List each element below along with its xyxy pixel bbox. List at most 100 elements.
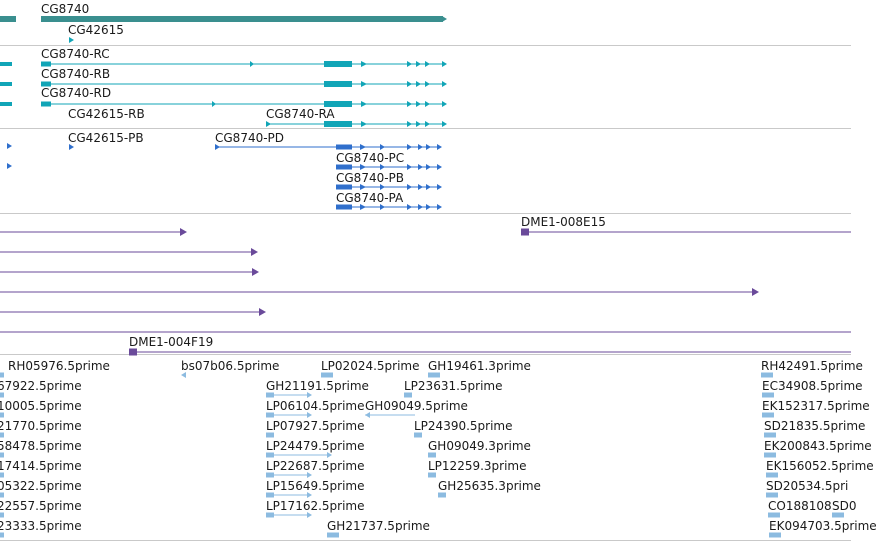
transcript-arrow[interactable] <box>416 81 421 87</box>
transcript-arrow[interactable] <box>407 121 412 127</box>
est-label[interactable]: EK152317.5prime <box>762 399 870 413</box>
est-glyph[interactable] <box>266 452 274 458</box>
est-label[interactable]: LP02024.5prime <box>321 359 420 373</box>
transcript-exon[interactable] <box>0 102 12 106</box>
est-glyph[interactable] <box>832 512 844 518</box>
est-glyph[interactable] <box>307 392 312 398</box>
protein-arrow[interactable] <box>418 144 423 150</box>
est-glyph[interactable] <box>0 452 4 458</box>
est-label[interactable]: EK200843.5prime <box>764 439 872 453</box>
protein-arrow[interactable] <box>437 184 442 190</box>
est-label[interactable]: GH21737.5prime <box>327 519 430 533</box>
est-glyph[interactable] <box>0 392 4 398</box>
protein-exon[interactable] <box>336 144 352 150</box>
est-glyph[interactable] <box>266 432 274 438</box>
protein-label[interactable]: CG42615-PB <box>68 131 144 145</box>
est-glyph[interactable] <box>762 412 774 418</box>
clone-start[interactable] <box>521 228 529 236</box>
protein-arrow[interactable] <box>437 164 442 170</box>
est-glyph[interactable] <box>768 512 780 518</box>
gene-bar-arrow[interactable] <box>442 16 447 22</box>
protein-arrow[interactable] <box>407 144 412 150</box>
protein-arrow[interactable] <box>426 184 431 190</box>
transcript-arrow[interactable] <box>425 81 430 87</box>
est-label[interactable]: 58478.5prime <box>0 439 82 453</box>
est-glyph[interactable] <box>764 432 776 438</box>
est-glyph[interactable] <box>428 472 436 478</box>
transcript-arrow[interactable] <box>407 61 412 67</box>
gene-label[interactable]: CG8740 <box>41 2 90 16</box>
est-glyph[interactable] <box>764 452 776 458</box>
transcript-arrow[interactable] <box>407 101 412 107</box>
est-label[interactable]: SD0 <box>832 499 857 513</box>
est-glyph[interactable] <box>766 492 778 498</box>
est-label[interactable]: 67922.5prime <box>0 379 82 393</box>
transcript-arrow[interactable] <box>442 81 447 87</box>
est-glyph[interactable] <box>428 452 436 458</box>
transcript-exon[interactable] <box>324 81 352 87</box>
transcript-arrow[interactable] <box>212 101 216 107</box>
est-label[interactable]: LP24479.5prime <box>266 439 365 453</box>
protein-arrow[interactable] <box>360 204 366 210</box>
est-label[interactable]: EK156052.5prime <box>766 459 874 473</box>
est-glyph[interactable] <box>0 472 4 478</box>
transcript-arrow[interactable] <box>442 121 447 127</box>
protein-label[interactable]: CG8740-PC <box>336 151 405 165</box>
est-label[interactable]: GH09049.5prime <box>365 399 468 413</box>
transcript-arrow[interactable] <box>416 61 421 67</box>
est-glyph[interactable] <box>438 492 446 498</box>
transcript-arrow[interactable] <box>416 121 421 127</box>
protein-exon[interactable] <box>336 184 352 190</box>
est-label[interactable]: GH19461.3prime <box>428 359 531 373</box>
est-label[interactable]: 10005.5prime <box>0 399 82 413</box>
est-glyph[interactable] <box>0 372 4 378</box>
transcript-arrow[interactable] <box>416 101 421 107</box>
transcript-arrow[interactable] <box>250 61 254 67</box>
est-glyph[interactable] <box>414 432 422 438</box>
transcript-arrow[interactable] <box>407 81 412 87</box>
est-glyph[interactable] <box>327 452 332 458</box>
est-glyph[interactable] <box>0 412 4 418</box>
transcript-arrow[interactable] <box>361 61 367 67</box>
protein-arrow[interactable] <box>69 144 74 150</box>
transcript-arrow[interactable] <box>361 81 367 87</box>
est-label[interactable]: 17414.5prime <box>0 459 82 473</box>
protein-exon[interactable] <box>336 204 352 210</box>
protein-arrow[interactable] <box>360 184 366 190</box>
est-glyph[interactable] <box>307 412 312 418</box>
transcript-arrow[interactable] <box>361 101 367 107</box>
est-glyph[interactable] <box>0 432 4 438</box>
protein-arrow[interactable] <box>360 144 366 150</box>
est-label[interactable]: LP22687.5prime <box>266 459 365 473</box>
est-glyph[interactable] <box>766 472 778 478</box>
protein-arrow[interactable] <box>7 163 12 169</box>
est-label[interactable]: LP24390.5prime <box>414 419 513 433</box>
protein-arrow[interactable] <box>418 204 423 210</box>
protein-arrow[interactable] <box>437 204 442 210</box>
protein-arrow[interactable] <box>380 204 385 210</box>
clone-start[interactable] <box>129 348 137 356</box>
protein-label[interactable]: CG8740-PA <box>336 191 404 205</box>
est-label[interactable]: EC34908.5prime <box>762 379 863 393</box>
protein-arrow[interactable] <box>380 164 385 170</box>
est-glyph[interactable] <box>266 512 274 518</box>
clone-label[interactable]: DME1-004F19 <box>129 335 214 349</box>
protein-arrow[interactable] <box>426 204 431 210</box>
protein-arrow[interactable] <box>418 184 423 190</box>
est-glyph[interactable] <box>266 392 274 398</box>
clone-arrow[interactable] <box>251 248 258 256</box>
est-label[interactable]: SD20534.5pri <box>766 479 849 493</box>
transcript-arrow[interactable] <box>442 61 447 67</box>
transcript-arrow[interactable] <box>442 101 447 107</box>
protein-label[interactable]: CG8740-PB <box>336 171 405 185</box>
est-glyph[interactable] <box>0 512 4 518</box>
est-glyph[interactable] <box>181 372 186 378</box>
est-glyph[interactable] <box>327 532 339 538</box>
transcript-label[interactable]: CG8740-RD <box>41 86 112 100</box>
est-glyph[interactable] <box>307 472 312 478</box>
transcript-arrow[interactable] <box>425 101 430 107</box>
est-label[interactable]: LP06104.5prime <box>266 399 365 413</box>
clone-label[interactable]: DME1-008E15 <box>521 215 606 229</box>
gene-bar[interactable] <box>0 16 16 22</box>
transcript-label[interactable]: CG8740-RC <box>41 47 110 61</box>
